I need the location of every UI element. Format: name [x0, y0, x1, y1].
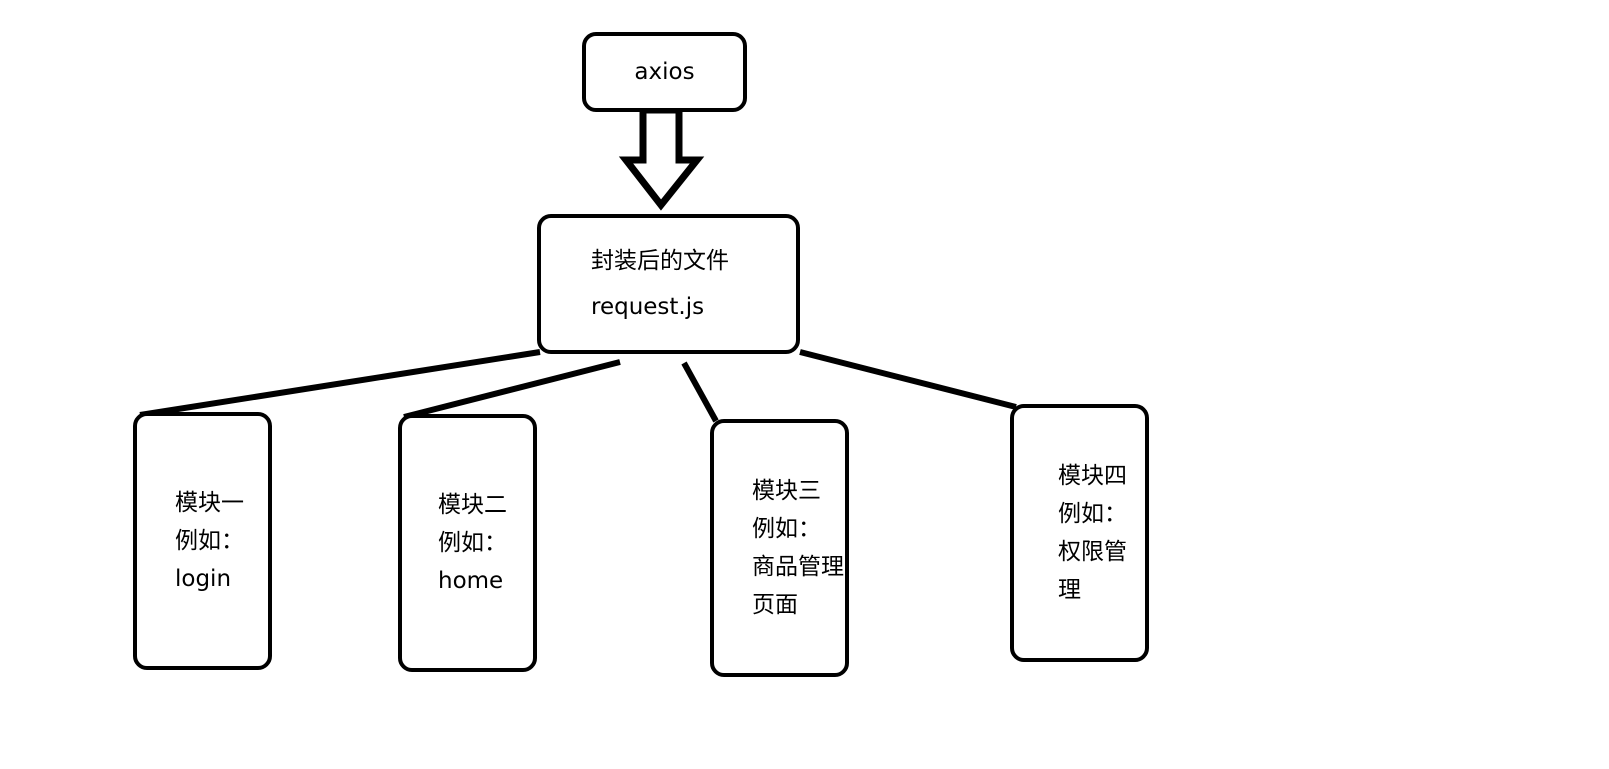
down-block-arrow-icon — [618, 106, 705, 211]
node-axios-label: axios — [634, 58, 695, 85]
node-module-4[interactable]: 模块四 例如： 权限管理 — [1010, 404, 1149, 662]
node-module-1[interactable]: 模块一 例如： login — [133, 412, 272, 670]
node-module-3-eg-label: 例如： — [752, 516, 821, 542]
connector-to-module-1 — [139, 349, 541, 418]
node-axios[interactable]: axios — [582, 32, 747, 112]
node-request-js[interactable]: 封装后的文件 request.js — [537, 214, 800, 354]
node-module-4-example: 权限管理 — [1058, 539, 1127, 603]
connector-to-module-3 — [681, 361, 719, 423]
node-module-3[interactable]: 模块三 例如： 商品管理页面 — [710, 419, 849, 677]
node-module-1-title: 模块一 — [175, 490, 244, 516]
node-module-1-eg-label: 例如： — [175, 528, 244, 554]
node-module-4-eg-label: 例如： — [1058, 501, 1127, 527]
node-module-3-example: 商品管理页面 — [752, 554, 844, 618]
node-module-1-example: login — [175, 566, 232, 592]
node-module-2-title: 模块二 — [438, 492, 507, 518]
node-module-3-title: 模块三 — [752, 478, 821, 504]
node-request-js-line1: 封装后的文件 — [591, 248, 729, 274]
node-module-2-example: home — [438, 568, 504, 594]
connector-to-module-2 — [403, 359, 621, 420]
node-request-js-line2: request.js — [591, 294, 705, 320]
connector-to-module-4 — [799, 349, 1017, 410]
node-module-2-eg-label: 例如： — [438, 530, 507, 556]
node-module-4-title: 模块四 — [1058, 463, 1127, 489]
node-module-2[interactable]: 模块二 例如： home — [398, 414, 537, 672]
